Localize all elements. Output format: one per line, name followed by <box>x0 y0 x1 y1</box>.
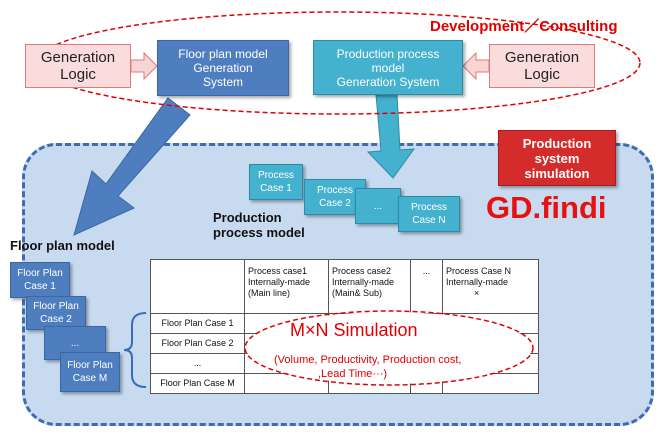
matrix-corner-cell <box>150 259 245 314</box>
ppm-title-line2: process model <box>213 225 305 240</box>
generation-logic-left-line1: Generation <box>40 49 116 66</box>
floor-plan-case-ellipsis-line1: ... <box>70 337 80 349</box>
production-system-line1: Production process <box>336 46 440 61</box>
floor-plan-system-line1: Floor plan model <box>178 47 268 61</box>
generation-logic-left: Generation Logic <box>25 44 131 88</box>
matrix-col-n: Process Case N Internally-made × <box>442 259 539 314</box>
mxn-simulation-subtitle: (Volume, Productivity, Production cost, … <box>274 353 524 381</box>
production-system-simulation-box: Production system simulation <box>498 130 616 186</box>
sim-sub-line1: (Volume, Productivity, Production cost, <box>274 354 462 366</box>
floor-plan-case-m-line2: Case M <box>72 373 108 384</box>
matrix-row-ellipsis: ... <box>150 353 245 374</box>
process-case-n-line2: Case N <box>412 215 446 226</box>
matrix-col-1-line1: Process case1 <box>248 266 308 276</box>
matrix-col-n-line2: Internally-made <box>446 277 509 287</box>
floor-plan-system-line3: System <box>202 75 243 89</box>
floor-plan-generation-system: Floor plan model Generation System <box>157 40 289 96</box>
matrix-col-n-line3: × <box>474 288 480 298</box>
floor-plan-case-1: Floor Plan Case 1 <box>10 262 70 298</box>
arrow-to-process-model-icon <box>366 93 416 179</box>
pss-line1: Production <box>522 135 592 151</box>
ppm-title-line1: Production <box>213 210 282 225</box>
generation-logic-right: Generation Logic <box>489 44 595 88</box>
production-process-generation-system: Production process model Generation Syst… <box>313 40 463 95</box>
production-system-line2: model <box>371 60 405 75</box>
matrix-col-1-line3: (Main line) <box>248 288 291 298</box>
matrix-col-ellipsis: ... <box>410 259 443 314</box>
brand-logo-text: GD.findi <box>486 190 607 225</box>
development-consulting-title: Development／Consulting <box>430 18 618 35</box>
matrix-col-ellipsis-line1: ... <box>422 266 431 276</box>
matrix-row-m: Floor Plan Case M <box>150 373 245 394</box>
generation-logic-right-line2: Logic <box>524 66 560 83</box>
process-case-1-line1: Process <box>257 170 295 181</box>
matrix-col-2-line1: Process case2 <box>332 266 392 276</box>
pss-line2: system <box>534 150 580 166</box>
floor-plan-case-m-line1: Floor Plan <box>67 360 113 371</box>
process-case-2-line2: Case 2 <box>319 198 351 209</box>
sim-sub-line2: ,Lead Time···) <box>318 368 388 380</box>
process-case-1: Process Case 1 <box>249 164 303 200</box>
floor-plan-bracket-icon <box>123 312 147 388</box>
floor-plan-system-line2: Generation <box>193 61 253 75</box>
mxn-simulation-title: M×N Simulation <box>290 320 418 340</box>
arrow-to-floor-plan-icon <box>73 97 191 236</box>
floor-plan-case-1-line1: Floor Plan <box>17 268 63 279</box>
floor-plan-case-1-line2: Case 1 <box>24 281 56 292</box>
matrix-col-2-line3: (Main& Sub) <box>332 288 383 298</box>
process-case-1-line2: Case 1 <box>260 183 292 194</box>
matrix-row-1: Floor Plan Case 1 <box>150 313 245 334</box>
generation-logic-right-line1: Generation <box>504 49 580 66</box>
matrix-col-2: Process case2 Internally-made (Main& Sub… <box>328 259 411 314</box>
arrow-right-logic-icon <box>462 51 490 81</box>
floor-plan-case-m: Floor Plan Case M <box>60 352 120 392</box>
generation-logic-left-line2: Logic <box>60 66 96 83</box>
matrix-header-row: Process case1 Internally-made (Main line… <box>150 259 539 314</box>
pss-line3: simulation <box>524 165 590 181</box>
floor-plan-case-2-line2: Case 2 <box>40 314 72 325</box>
process-case-n-line1: Process <box>410 202 448 213</box>
floor-plan-case-2: Floor Plan Case 2 <box>26 296 86 330</box>
process-case-ellipsis: ... <box>355 188 401 224</box>
arrow-left-logic-icon <box>130 51 158 81</box>
matrix-col-2-line2: Internally-made <box>332 277 395 287</box>
matrix-row-2: Floor Plan Case 2 <box>150 333 245 354</box>
floor-plan-model-title: Floor plan model <box>10 238 115 253</box>
matrix-col-1-line2: Internally-made <box>248 277 311 287</box>
process-case-n: Process Case N <box>398 196 460 232</box>
matrix-col-1: Process case1 Internally-made (Main line… <box>244 259 329 314</box>
matrix-col-n-line1: Process Case N <box>446 266 512 276</box>
production-system-line3: Generation System <box>336 74 440 89</box>
floor-plan-case-2-line1: Floor Plan <box>33 301 79 312</box>
process-case-ellipsis-line1: ... <box>373 200 383 212</box>
production-process-model-title: Production process model <box>213 210 305 240</box>
process-case-2-line1: Process <box>316 185 354 196</box>
